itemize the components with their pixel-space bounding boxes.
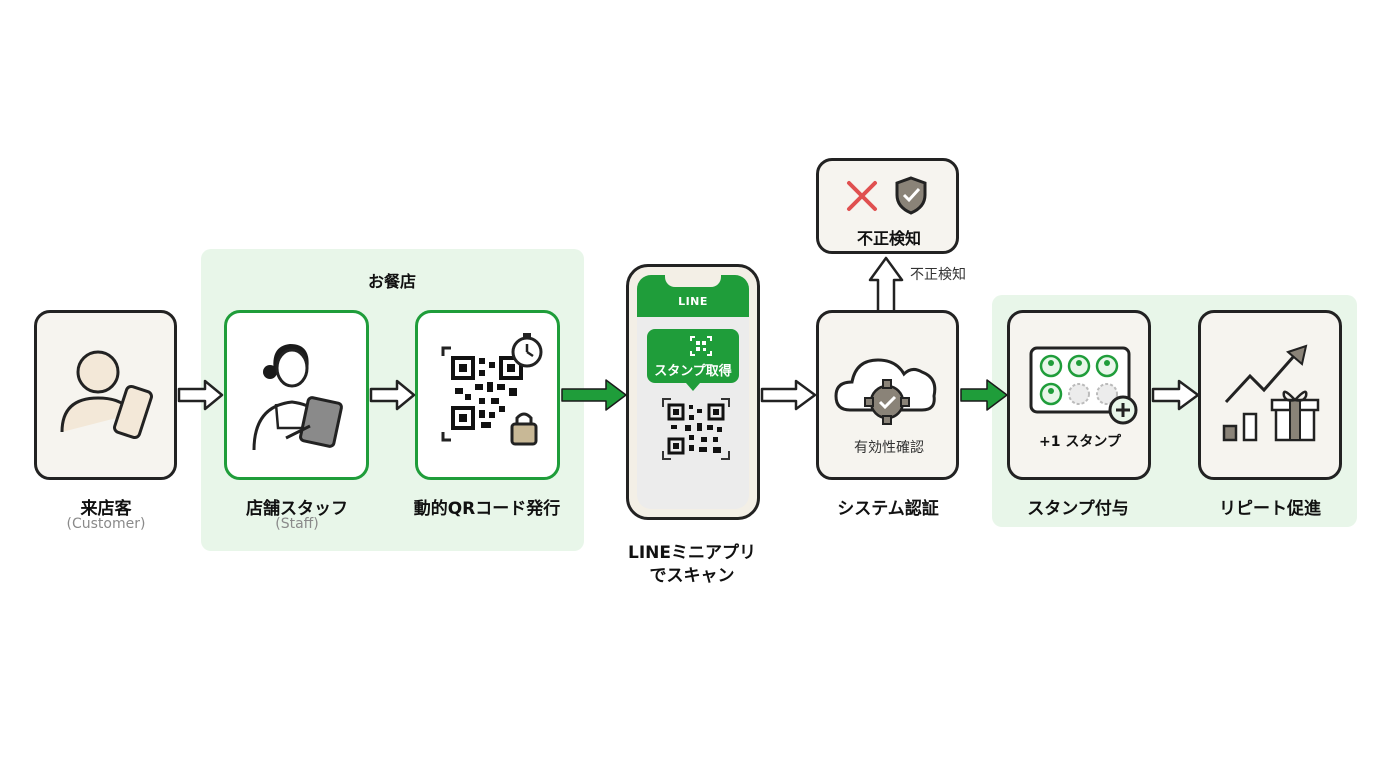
growth-chart-gift-icon	[1222, 344, 1320, 442]
get-stamp-button[interactable]: スタンプ取得	[647, 329, 739, 383]
get-stamp-button-label: スタンプ取得	[654, 364, 732, 379]
stamp-plus-one-label: +1 スタンプ	[1039, 434, 1121, 450]
dynamic-qr-node	[415, 310, 560, 480]
restaurant-group-title: お餐店	[367, 272, 417, 291]
customer-label: 来店客	[80, 499, 132, 519]
customer-sublabel: (Customer)	[66, 516, 146, 532]
arrow-auth-to-stamp	[960, 379, 1008, 411]
phone-notch	[665, 275, 721, 287]
qr-scan-icon	[690, 336, 712, 356]
reject-cross-icon	[847, 181, 877, 211]
system-auth-inner-label: 有効性確認	[854, 440, 924, 456]
stamp-grant-node: +1 スタンプ	[1007, 310, 1151, 480]
repeat-visit-label: リピート促進	[1219, 499, 1321, 519]
phone-qr-code-icon	[662, 398, 730, 460]
arrow-phone-to-auth	[760, 379, 817, 411]
arrow-stamp-to-repeat	[1151, 379, 1200, 411]
system-auth-label: システム認証	[837, 499, 939, 519]
shield-check-icon	[895, 176, 927, 215]
repeat-visit-node	[1198, 310, 1342, 480]
system-auth-node: 有効性確認	[816, 310, 959, 480]
fraud-branch-label: 不正検知	[910, 267, 966, 283]
arrow-customer-to-staff	[177, 379, 224, 411]
phone-screen: LINE スタンプ取得	[637, 275, 749, 509]
fraud-detection-label: 不正検知	[856, 229, 922, 248]
staff-sublabel: (Staff)	[275, 516, 319, 532]
staff-label: 店舗スタッフ	[246, 499, 348, 519]
button-callout-tail	[686, 383, 700, 391]
line-header: LINE	[637, 275, 749, 317]
line-header-title: LINE	[678, 295, 708, 308]
phone-label-line1: LINEミニアプリ	[628, 543, 756, 563]
staff-node	[224, 310, 369, 480]
qr-code-timer-lock-icon	[441, 333, 543, 446]
cloud-gear-check-icon	[834, 358, 937, 425]
staff-with-tablet-icon	[252, 344, 343, 451]
stamp-card-icon	[1029, 346, 1138, 425]
arrow-staff-to-qr	[369, 379, 416, 411]
fraud-branch-arrow	[868, 256, 904, 310]
phone-label-line2: でスキャン	[649, 566, 735, 586]
line-mini-app-phone: LINE スタンプ取得	[626, 264, 760, 520]
fraud-detection-node: 不正検知	[816, 158, 959, 254]
customer-node	[34, 310, 177, 480]
stamp-grant-label: スタンプ付与	[1027, 499, 1129, 519]
arrow-qr-to-phone	[561, 379, 627, 411]
customer-with-phone-icon	[60, 350, 153, 440]
dynamic-qr-label: 動的QRコード発行	[413, 499, 561, 519]
